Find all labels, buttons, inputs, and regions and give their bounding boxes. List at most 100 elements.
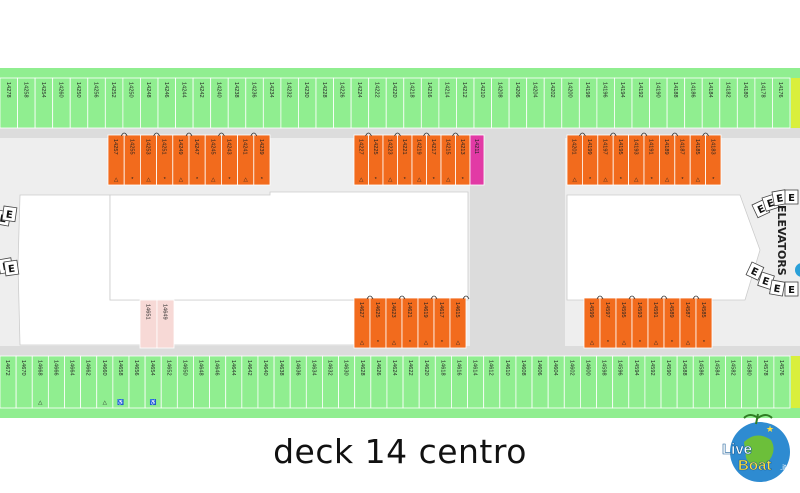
cabin-inner-top-right[interactable]: 14183*: [705, 134, 722, 186]
cabin-inner-bottom-right[interactable]: 14585*: [695, 297, 713, 349]
cabin-pale[interactable]: 14651: [139, 299, 158, 349]
cabin-inner-top-right[interactable]: 14189△: [659, 134, 676, 186]
cabin-outer-top[interactable]: 14252: [104, 77, 124, 129]
cabin-accent[interactable]: 14211: [469, 134, 485, 186]
cabin-inner-top-left[interactable]: 14255*: [123, 134, 141, 186]
cabin-outer-top[interactable]: 14176: [772, 77, 791, 129]
cabin-outer-top[interactable]: 14226: [333, 77, 352, 129]
cabin-inner-bottom-right[interactable]: 14591△: [647, 297, 665, 349]
cabin-outer-bottom[interactable]: 14598: [596, 355, 614, 409]
cabin-outer-bottom[interactable]: 14586: [692, 355, 710, 409]
cabin-outer-bottom[interactable]: 14610: [499, 355, 517, 409]
cabin-outer-top[interactable]: 14200: [561, 77, 580, 129]
cabin-inner-bottom-mid[interactable]: 14627△: [353, 297, 371, 349]
cabin-inner-top-left[interactable]: 14245△: [204, 134, 222, 186]
cabin-outer-top[interactable]: 14278: [0, 77, 18, 129]
cabin-outer-bottom[interactable]: 14668△: [31, 355, 49, 409]
cabin-outer-top[interactable]: 14224: [350, 77, 370, 129]
cabin-outer-bottom[interactable]: 14670: [15, 355, 33, 409]
cabin-outer-top[interactable]: 14192: [631, 77, 650, 129]
cabin-pale[interactable]: 14649: [156, 299, 175, 349]
cabin-inner-top-mid[interactable]: 14213*: [455, 134, 471, 186]
cabin-outer-bottom[interactable]: 14616: [451, 355, 468, 409]
cabin-outer-top[interactable]: 14198: [578, 77, 598, 129]
cabin-outer-top[interactable]: 14246: [157, 77, 176, 129]
cabin-outer-top[interactable]: 14254: [34, 77, 54, 129]
cabin-inner-top-right[interactable]: 14193△: [628, 134, 645, 186]
cabin-outer-bottom[interactable]: 14634: [305, 355, 323, 409]
cabin-inner-top-right[interactable]: 14201△: [566, 134, 583, 186]
cabin-outer-bottom[interactable]: 14638: [273, 355, 291, 409]
cabin-outer-bottom[interactable]: 14632: [322, 355, 339, 409]
cabin-outer-top[interactable]: 14250: [69, 77, 89, 129]
cabin-inner-bottom-mid[interactable]: 14625*: [369, 297, 387, 349]
cabin-inner-top-right[interactable]: 14191*: [643, 134, 660, 186]
cabin-inner-top-right[interactable]: 14187*: [674, 134, 691, 186]
cabin-inner-bottom-mid[interactable]: 14619△: [417, 297, 435, 349]
cabin-outer-top[interactable]: 14182: [719, 77, 738, 129]
cabin-outer-top[interactable]: 14178: [754, 77, 773, 129]
cabin-outer-top[interactable]: 14242: [192, 77, 212, 129]
cabin-outer-bottom[interactable]: 14658♿: [112, 355, 130, 409]
cabin-outer-bottom[interactable]: 14578: [757, 355, 775, 409]
cabin-outer-bottom[interactable]: 14602: [563, 355, 581, 409]
cabin-outer-bottom[interactable]: 14630: [338, 355, 356, 409]
cabin-outer-bottom[interactable]: 14664: [64, 355, 82, 409]
cabin-inner-top-left[interactable]: 14249△: [172, 134, 190, 186]
cabin-inner-bottom-right[interactable]: 14599△: [583, 297, 601, 349]
cabin-outer-bottom[interactable]: 14580: [741, 355, 759, 409]
cabin-inner-top-mid[interactable]: 14217*: [426, 134, 442, 186]
cabin-outer-bottom[interactable]: 14648: [193, 355, 210, 409]
cabin-outer-bottom[interactable]: 14636: [289, 355, 307, 409]
cabin-outer-top[interactable]: 14238: [227, 77, 247, 129]
cabin-outer-top[interactable]: 14206: [508, 77, 528, 129]
cabin-outer-top[interactable]: 14184: [701, 77, 721, 129]
cabin-outer-bottom[interactable]: 14620: [418, 355, 436, 409]
cabin-outer-bottom[interactable]: 14614: [467, 355, 485, 409]
cabin-outer-bottom[interactable]: 14656: [128, 355, 146, 409]
cabin-outer-bottom[interactable]: 14642: [241, 355, 259, 409]
cabin-outer-bottom[interactable]: 14604: [547, 355, 565, 409]
cabin-inner-bottom-mid[interactable]: 14615△: [449, 297, 467, 349]
cabin-inner-top-mid[interactable]: 14227△: [353, 134, 369, 186]
cabin-inner-bottom-mid[interactable]: 14623△: [385, 297, 403, 349]
cabin-outer-top[interactable]: 14234: [262, 77, 282, 129]
cabin-outer-top[interactable]: 14232: [280, 77, 299, 129]
cabin-inner-top-mid[interactable]: 14219△: [411, 134, 427, 186]
cabin-outer-bottom[interactable]: 14592: [644, 355, 662, 409]
cabin-outer-bottom[interactable]: 14654♿: [144, 355, 162, 409]
cabin-outer-top[interactable]: 14222: [368, 77, 387, 129]
cabin-outer-bottom[interactable]: 14628: [354, 355, 372, 409]
cabin-inner-top-left[interactable]: 14253△: [139, 134, 157, 186]
cabin-inner-bottom-right[interactable]: 14589*: [663, 297, 681, 349]
cabin-inner-top-left[interactable]: 14251*: [156, 134, 174, 186]
cabin-outer-top[interactable]: 14208: [491, 77, 510, 129]
cabin-outer-bottom[interactable]: 14608: [515, 355, 533, 409]
cabin-inner-bottom-mid[interactable]: 14621*: [401, 297, 419, 349]
cabin-inner-top-left[interactable]: 14239*: [253, 134, 271, 186]
cabin-outer-top[interactable]: 14194: [614, 77, 633, 129]
cabin-inner-top-right[interactable]: 14185△: [689, 134, 707, 186]
cabin-outer-bottom[interactable]: 14588: [676, 355, 694, 409]
cabin-inner-top-left[interactable]: 14241△: [237, 134, 255, 186]
cabin-inner-bottom-right[interactable]: 14587△: [679, 297, 697, 349]
cabin-outer-top[interactable]: 14196: [596, 77, 615, 129]
cabin-outer-top[interactable]: 14190: [649, 77, 668, 129]
cabin-outer-bottom[interactable]: 14576: [773, 355, 791, 409]
cabin-outer-top[interactable]: 14236: [245, 77, 264, 129]
cabin-inner-top-left[interactable]: 14247*: [188, 134, 206, 186]
cabin-outer-bottom[interactable]: 14646: [209, 355, 227, 409]
cabin-inner-bottom-right[interactable]: 14593*: [631, 297, 649, 349]
cabin-outer-top[interactable]: 14248: [140, 77, 159, 129]
cabin-outer-top[interactable]: 14202: [543, 77, 563, 129]
cabin-outer-top[interactable]: 14210: [473, 77, 492, 129]
cabin-outer-bottom[interactable]: 14590: [660, 355, 678, 409]
cabin-outer-top[interactable]: 14240: [210, 77, 229, 129]
cabin-outer-top[interactable]: 14258: [17, 77, 36, 129]
cabin-outer-bottom[interactable]: 14626: [370, 355, 388, 409]
cabin-outer-bottom[interactable]: 14596: [612, 355, 630, 409]
cabin-inner-top-mid[interactable]: 14223△: [382, 134, 398, 186]
cabin-outer-top[interactable]: 14218: [403, 77, 422, 129]
cabin-inner-top-left[interactable]: 14257△: [107, 134, 125, 186]
cabin-outer-top[interactable]: 14244: [175, 77, 194, 129]
